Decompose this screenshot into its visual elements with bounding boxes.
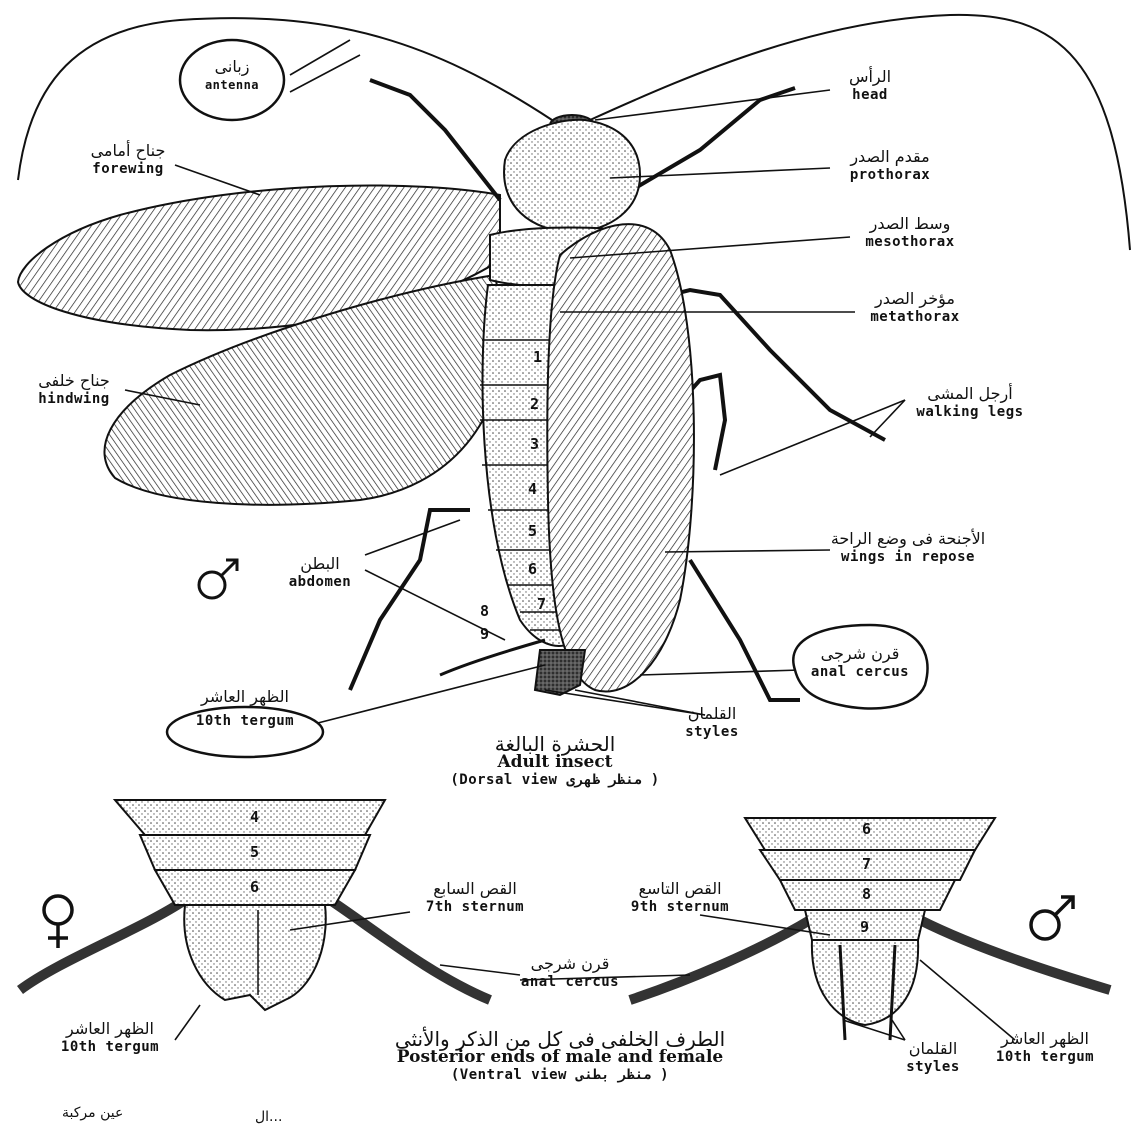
male-symbol	[1031, 897, 1073, 939]
adult-insect-title-en: Adult insect	[420, 753, 690, 771]
male-segment-number-7: 7	[862, 855, 871, 873]
abdomen-label-en: abdomen	[275, 573, 365, 591]
segment-number-7: 7	[537, 595, 546, 613]
female-segment-number-4: 4	[250, 808, 259, 826]
metathorax-label-en: metathorax	[850, 308, 980, 326]
male-cercus-right	[920, 920, 1110, 990]
female-segment-number-5: 5	[250, 843, 259, 861]
posterior-title-ar: الطرف الخلفى فى كل من الذكر والأنثى	[320, 1030, 800, 1048]
female-7th-sternum-label: القص السابع 7th sternum	[400, 880, 550, 916]
wings-in-repose-label: الأجنحة فى وضع الراحة wings in repose	[828, 530, 988, 566]
hindwing-label-en: hindwing	[24, 390, 124, 408]
anal-cercus-label-en: anal cercus	[800, 663, 920, 681]
anal-cercus-label: قرن شرجى anal cercus	[800, 645, 920, 681]
center-cercus-label-ar: قرن شرجى	[500, 955, 640, 973]
male-segment-number-6: 6	[862, 820, 871, 838]
male-tergum-label-en: 10th tergum	[975, 1048, 1115, 1066]
male-10th-tergum-label: الظهر العاشر 10th tergum	[975, 1030, 1115, 1066]
walking-legs-label: أرجل المشى walking legs	[905, 385, 1035, 421]
male-cercus-left	[630, 920, 810, 1000]
front-right-leg	[615, 88, 795, 200]
styles-label-ar: القلمان	[672, 705, 752, 723]
male-tergum-label-ar: الظهر العاشر	[975, 1030, 1115, 1048]
head-label-en: head	[830, 86, 910, 104]
tenth-tergum-label: الظهر العاشر 10th tergum	[180, 688, 310, 730]
abdomen-label-ar: البطن	[275, 555, 365, 573]
segment-number-3: 3	[530, 435, 539, 453]
female-sternum-label-ar: القص السابع	[400, 880, 550, 898]
adult-insect-title-ar: الحشرة البالغة	[420, 735, 690, 753]
metathorax-label-ar: مؤخر الصدر	[850, 290, 980, 308]
adult-insect-view: (Dorsal view منظر ظهرى )	[420, 771, 690, 789]
segment-number-1: 1	[533, 348, 542, 366]
male-sternum-label-ar: القص التاسع	[610, 880, 750, 898]
female-tergum-label-ar: الظهر العاشر	[40, 1020, 180, 1038]
antenna-label-ar: زبانى	[190, 58, 274, 76]
wings-in-repose-label-ar: الأجنحة فى وضع الراحة	[828, 530, 988, 548]
antenna-label: زبانى antenna	[190, 58, 274, 94]
prothorax-label-ar: مقدم الصدر	[830, 148, 950, 166]
mesothorax-label-en: mesothorax	[845, 233, 975, 251]
prothorax-label: مقدم الصدر prothorax	[830, 148, 950, 184]
segment-number-9: 9	[480, 625, 489, 643]
male-styles-label-ar: القلمان	[893, 1040, 973, 1058]
tenth-tergum-label-en: 10th tergum	[180, 712, 310, 730]
male-9th-sternum-label: القص التاسع 9th sternum	[610, 880, 750, 916]
adult-insect-title: الحشرة البالغة Adult insect (Dorsal view…	[420, 735, 690, 789]
posterior-title-en: Posterior ends of male and female	[320, 1048, 800, 1066]
forewing-label-ar: جناح أمامى	[78, 142, 178, 160]
posterior-ends-title: الطرف الخلفى فى كل من الذكر والأنثى Post…	[320, 1030, 800, 1084]
male-sternum-label-en: 9th sternum	[610, 898, 750, 916]
segment-number-2: 2	[530, 395, 539, 413]
hind-right-leg	[690, 560, 800, 700]
hindwing-label-ar: جناح خلفى	[24, 372, 124, 390]
male-styles-label-en: styles	[893, 1058, 973, 1076]
segment-number-4: 4	[528, 480, 537, 498]
female-7th-sternum	[184, 905, 326, 1010]
male-posterior-figure	[630, 818, 1110, 1040]
male-segment-number-9: 9	[860, 918, 869, 936]
wings-in-repose-label-en: wings in repose	[828, 548, 988, 566]
mesothorax-label-ar: وسط الصدر	[845, 215, 975, 233]
male-styles-label: القلمان styles	[893, 1040, 973, 1076]
segment-number-5: 5	[528, 522, 537, 540]
tenth-tergum-label-ar: الظهر العاشر	[180, 688, 310, 706]
walking-legs-label-en: walking legs	[905, 403, 1035, 421]
mesothorax-label: وسط الصدر mesothorax	[845, 215, 975, 251]
wings-in-repose	[547, 224, 694, 691]
male-segment-number-8: 8	[862, 885, 871, 903]
female-10th-tergum-label: الظهر العاشر 10th tergum	[40, 1020, 180, 1056]
segment-number-8: 8	[480, 602, 489, 620]
segment-number-6: 6	[528, 560, 537, 578]
male-symbol-adult	[199, 560, 237, 598]
hindwing-label: جناح خلفى hindwing	[24, 372, 124, 408]
anal-cercus-label-ar: قرن شرجى	[800, 645, 920, 663]
female-tergum-label-en: 10th tergum	[40, 1038, 180, 1056]
prothorax	[504, 120, 640, 232]
posterior-view: (Ventral view منظر بطنى )	[320, 1066, 800, 1084]
center-cercus-label-en: anal cercus	[500, 973, 640, 991]
center-anal-cercus-label: قرن شرجى anal cercus	[500, 955, 640, 991]
female-symbol	[44, 896, 72, 948]
cutoff-text-left: عين مركبة	[62, 1104, 123, 1122]
walking-legs-label-ar: أرجل المشى	[905, 385, 1035, 403]
head-label-ar: الرأس	[830, 68, 910, 86]
forewing-label: جناح أمامى forewing	[78, 142, 178, 178]
male-10th-tergum	[812, 940, 918, 1025]
front-left-leg	[370, 80, 500, 200]
head-label: الرأس head	[830, 68, 910, 104]
adult-10th-tergum	[535, 650, 585, 695]
metathorax-label: مؤخر الصدر metathorax	[850, 290, 980, 326]
forewing-label-en: forewing	[78, 160, 178, 178]
female-sternum-label-en: 7th sternum	[400, 898, 550, 916]
antenna-label-en: antenna	[190, 76, 274, 94]
prothorax-label-en: prothorax	[830, 166, 950, 184]
female-segment-number-6: 6	[250, 878, 259, 896]
abdomen-label: البطن abdomen	[275, 555, 365, 591]
hind-left-leg	[350, 510, 470, 690]
adult-insect-figure	[18, 15, 1130, 700]
cutoff-text-right: ...ال	[255, 1108, 282, 1126]
